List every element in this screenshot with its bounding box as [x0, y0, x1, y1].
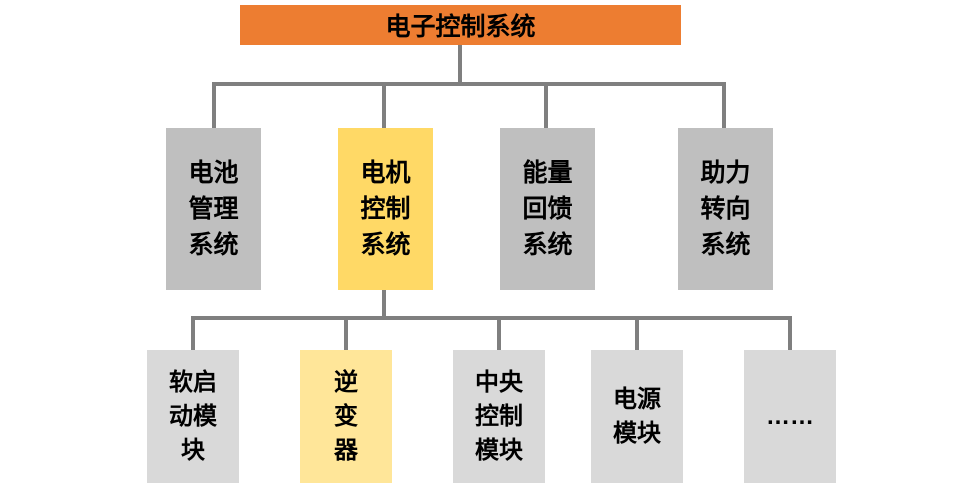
connector-level2-drop-3: [544, 82, 548, 128]
node-battery-management-system: 电池 管理 系统: [166, 128, 261, 290]
node-ellipsis: ……: [744, 350, 836, 483]
connector-level3-drop-3: [497, 316, 501, 350]
connector-motor-stem: [382, 290, 386, 318]
node-motor-control-system: 电机 控制 系统: [338, 128, 433, 290]
node-soft-start-module: 软启 动模 块: [147, 350, 239, 483]
node-power-steering-system: 助力 转向 系统: [678, 128, 773, 290]
connector-level2-drop-4: [722, 82, 726, 128]
node-electronic-control-system: 电子控制系统: [240, 5, 681, 45]
node-central-control-module: 中央 控制 模块: [453, 350, 545, 483]
connector-level3-drop-2: [344, 316, 348, 350]
node-energy-feedback-system: 能量 回馈 系统: [500, 128, 595, 290]
connector-level3-drop-4: [635, 316, 639, 350]
connector-level3-drop-5: [788, 316, 792, 350]
connector-level3-bar: [191, 316, 792, 320]
node-power-module: 电源 模块: [591, 350, 683, 483]
connector-level2-drop-2: [382, 82, 386, 128]
connector-level3-drop-1: [191, 316, 195, 350]
node-inverter: 逆 变 器: [300, 350, 392, 483]
connector-level2-drop-1: [212, 82, 216, 128]
connector-level2-bar: [212, 82, 726, 86]
connector-root-stem: [458, 45, 462, 84]
